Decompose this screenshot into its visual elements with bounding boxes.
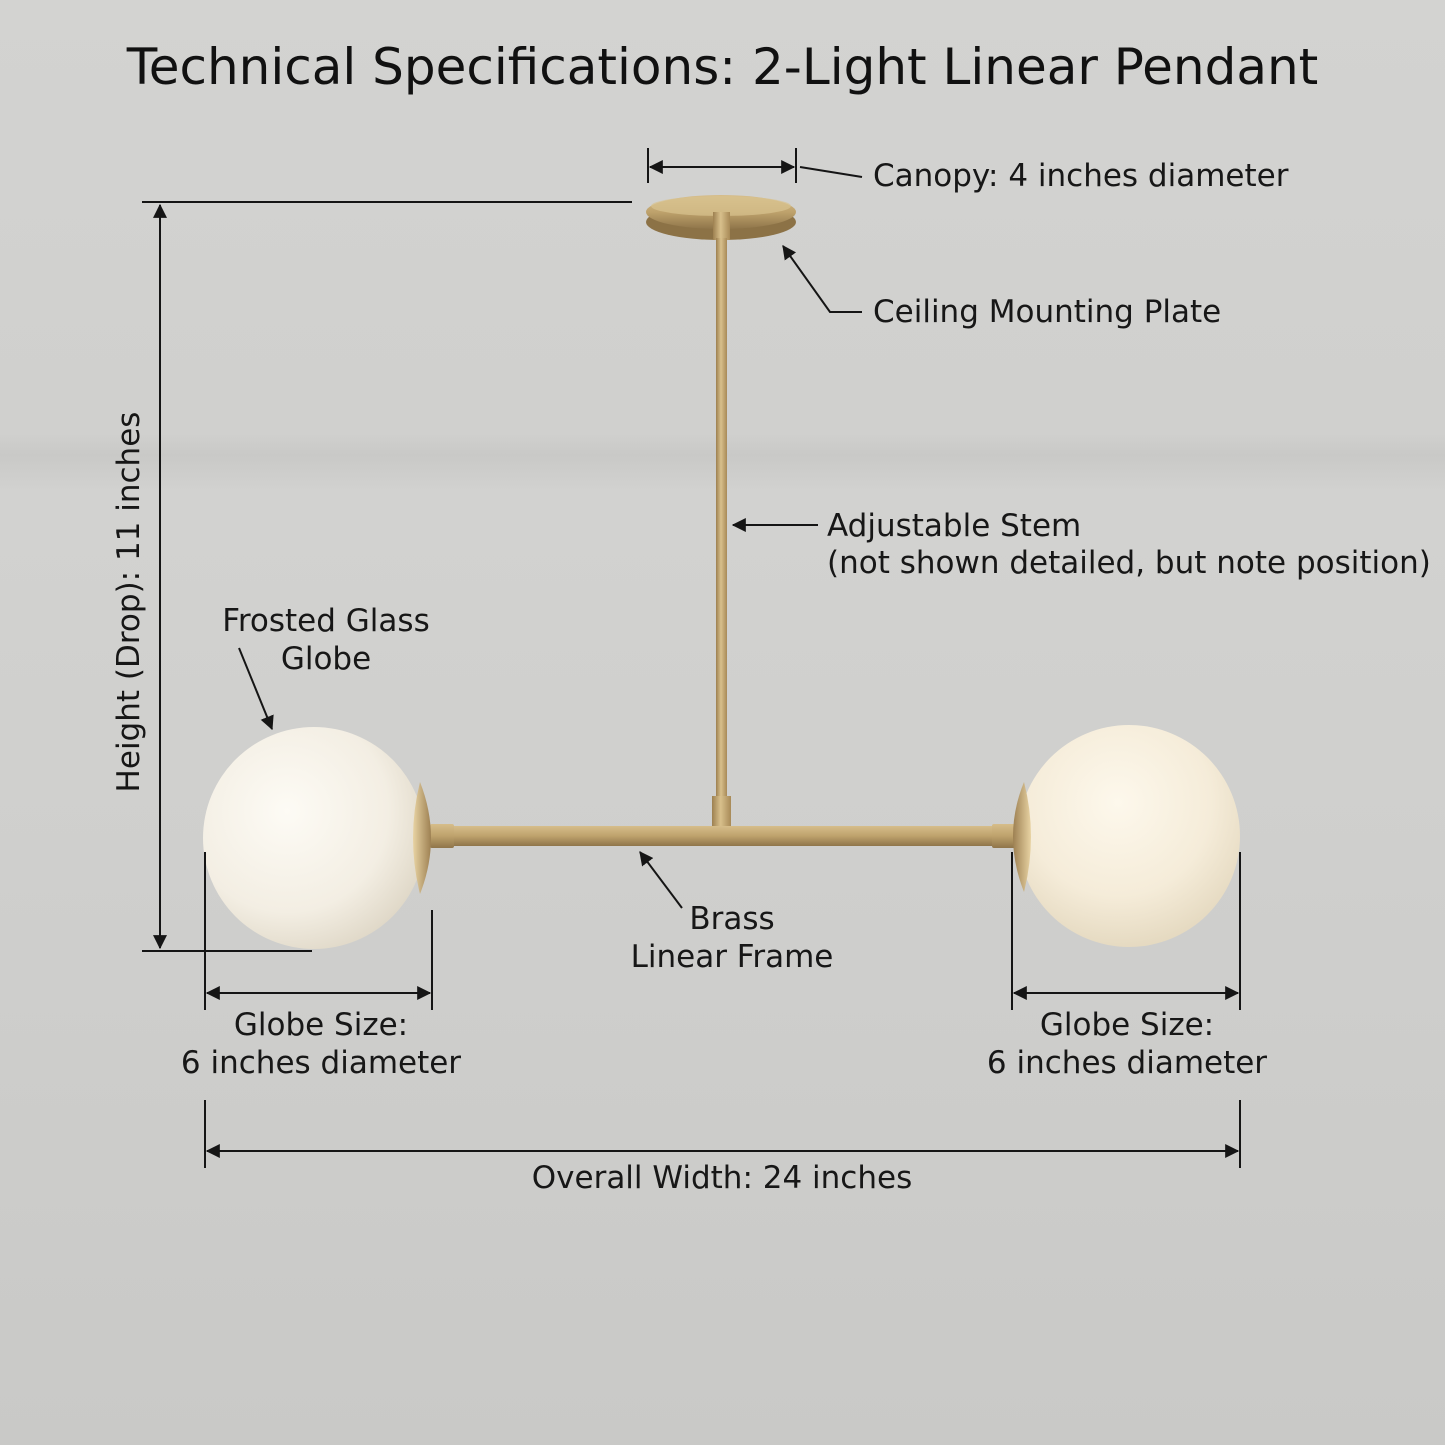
bar-end-cap-right [992,824,1016,848]
globe-callout: Frosted Glass Globe [186,602,466,678]
right-globe-holder [1013,782,1031,892]
overall-width-label: Overall Width: 24 inches [531,1160,913,1196]
stem-rod [716,238,727,798]
globe-leader [238,647,274,731]
canopy-leader [799,166,863,178]
linear-frame-bar [440,826,1006,846]
frame-label-line1: Brass [689,901,775,937]
frame-label-line2: Linear Frame [630,939,834,975]
stem-collar-bottom [712,796,731,832]
frame-callout: Brass Linear Frame [582,900,882,976]
height-dimension-label: Height (Drop): 11 inches [111,411,147,793]
stem-note: (not shown detailed, but note position) [827,545,1431,581]
page-title: Technical Specifications: 2-Light Linear… [126,38,1319,96]
pendant-fixture [203,195,1240,949]
right-globe [1018,725,1240,947]
stem-label: Adjustable Stem [827,508,1082,544]
right-globe-dimension: Globe Size: 6 inches diameter [977,1006,1277,1082]
canopy-plate-top [651,196,791,216]
right-globe-size-line2: 6 inches diameter [986,1045,1268,1081]
left-globe-dimension: Globe Size: 6 inches diameter [171,1006,471,1082]
bar-end-cap-left [430,824,454,848]
left-globe-size-line1: Globe Size: [233,1007,409,1043]
globe-label-line1: Frosted Glass [222,603,430,639]
globe-label-line2: Globe [280,641,372,677]
left-globe-size-line2: 6 inches diameter [180,1045,462,1081]
frame-leader [639,851,683,909]
canopy-label: Canopy: 4 inches diameter [873,158,1289,194]
mounting-plate-label: Ceiling Mounting Plate [873,294,1222,330]
stem-collar-top [713,212,730,240]
annotation-lines [142,148,1241,1168]
mounting-plate-leader [782,245,862,313]
left-globe [203,727,425,949]
right-globe-size-line1: Globe Size: [1039,1007,1215,1043]
left-globe-holder [413,782,431,894]
